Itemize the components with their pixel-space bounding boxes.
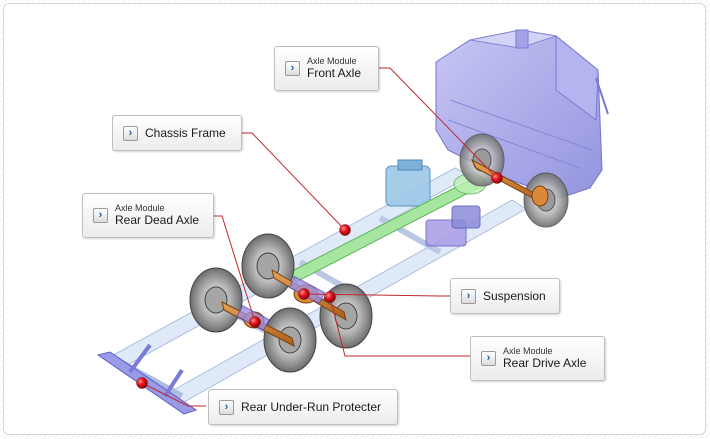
callout-rear-drive-axle[interactable]: › Axle Module Rear Drive Axle xyxy=(470,336,605,381)
chevron-right-icon: › xyxy=(461,288,476,304)
callout-label: Suspension xyxy=(483,288,546,303)
hotspot-front-axle[interactable] xyxy=(491,172,503,184)
callout-chassis-frame[interactable]: › Chassis Frame xyxy=(112,115,242,151)
hotspot-rear-under-run[interactable] xyxy=(136,377,148,389)
leader-suspension xyxy=(303,293,450,297)
callout-suspension[interactable]: › Suspension xyxy=(450,278,560,314)
callout-rear-dead-axle[interactable]: › Axle Module Rear Dead Axle xyxy=(82,193,214,238)
hotspot-suspension[interactable] xyxy=(298,288,310,300)
callout-label: Front Axle xyxy=(307,66,362,80)
chevron-right-icon: › xyxy=(93,208,108,223)
chevron-right-icon: › xyxy=(123,125,138,141)
chevron-right-icon: › xyxy=(285,61,300,76)
leader-rear-dead-axle xyxy=(214,215,256,323)
hotspot-chassis-frame[interactable] xyxy=(339,224,351,236)
callout-module-label: Axle Module xyxy=(307,56,357,66)
hotspot-rear-drive-axle[interactable] xyxy=(324,291,336,303)
callout-module-label: Axle Module xyxy=(115,203,165,213)
leader-rear-under-run xyxy=(141,382,206,407)
hotspot-rear-dead-axle[interactable] xyxy=(249,316,261,328)
callout-label: Rear Under-Run Protecter xyxy=(241,399,382,414)
callout-rear-under-run[interactable]: › Rear Under-Run Protecter xyxy=(208,389,398,425)
rear-under-run-protector xyxy=(96,343,198,415)
leader-front-axle xyxy=(379,67,498,179)
callout-label: Chassis Frame xyxy=(145,125,226,140)
chevron-right-icon: › xyxy=(219,399,234,415)
callout-front-axle[interactable]: › Axle Module Front Axle xyxy=(274,46,379,91)
leader-chassis-frame xyxy=(242,132,346,231)
hotspots xyxy=(136,172,503,389)
leader-lines xyxy=(141,67,498,407)
chevron-right-icon: › xyxy=(481,351,496,366)
callout-module-label: Axle Module xyxy=(503,346,553,356)
callout-label: Rear Drive Axle xyxy=(503,356,587,370)
chassis-tanks xyxy=(385,159,481,247)
leader-rear-drive-axle xyxy=(329,296,470,357)
callout-label: Rear Dead Axle xyxy=(115,213,200,227)
